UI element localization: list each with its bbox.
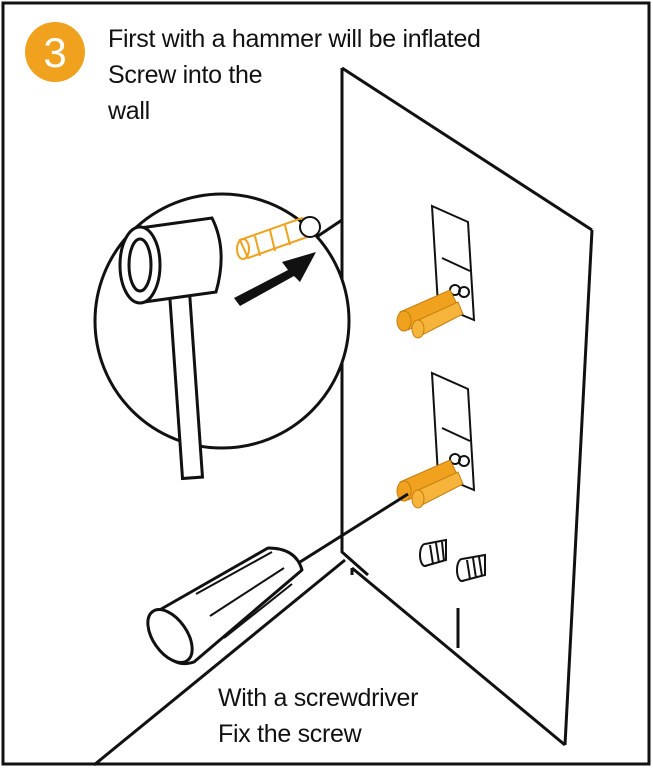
step-number: 3 (43, 29, 66, 76)
wall-anchor-icon (396, 459, 464, 509)
instruction-bottom-line2: Fix the screw (218, 720, 362, 748)
step-badge: 3 (25, 22, 85, 82)
screw-icon (419, 538, 486, 582)
arrow-icon (234, 252, 316, 306)
instruction-top-line1: First with a hammer will be inflated (108, 25, 481, 53)
bracket-plate-lower (430, 371, 476, 492)
screwdriver-icon (146, 492, 409, 666)
instruction-top-line2: Screw into the (108, 61, 263, 89)
detail-magnifier (93, 192, 351, 481)
wall (93, 66, 594, 767)
instruction-bottom-line1: With a screwdriver (218, 684, 419, 712)
step-badge-circle (25, 22, 85, 82)
instruction-top-line3: wall (108, 97, 150, 125)
wall-anchor-icon (396, 289, 464, 339)
hammer-icon (118, 216, 223, 481)
